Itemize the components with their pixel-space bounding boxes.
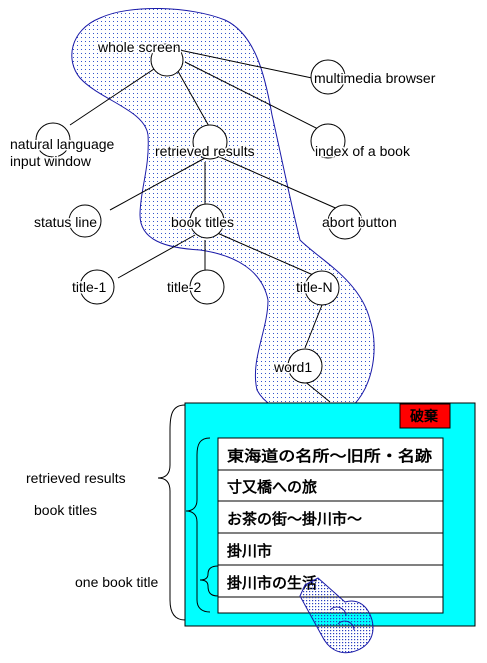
label-multimedia-browser: multimedia browser xyxy=(314,70,436,86)
title-row-2[interactable]: 寸又橋への旅 xyxy=(227,478,317,496)
label-book-titles: book titles xyxy=(171,214,234,230)
title-row-5[interactable]: 掛川市の生活 xyxy=(227,574,317,592)
node-whole-screen xyxy=(150,43,184,77)
label-title-1: title-1 xyxy=(72,279,106,295)
title-list xyxy=(217,437,444,614)
node-retrieved-results xyxy=(192,124,228,160)
title-row-4[interactable]: 掛川市 xyxy=(227,542,272,560)
label-title-2: title-2 xyxy=(167,279,201,295)
pointing-hand-icon xyxy=(299,577,374,654)
node-natural-language xyxy=(35,122,71,158)
label-abort-button: abort button xyxy=(322,214,397,230)
title-list-dividers xyxy=(218,469,443,598)
label-natural-language-2: input window xyxy=(10,153,92,169)
node-title-2 xyxy=(189,269,225,305)
annotation-book-titles: book titles xyxy=(34,502,97,518)
node-index-of-a-book xyxy=(310,123,346,159)
label-natural-language-1: natural language xyxy=(10,136,115,152)
annotation-one-book-title: one book title xyxy=(75,574,158,590)
annotation-retrieved-results: retrieved results xyxy=(26,470,126,486)
tree-edges xyxy=(69,47,341,403)
title-row-1[interactable]: 東海道の名所～旧所・名跡 xyxy=(227,447,432,465)
title-row-3[interactable]: お茶の街～掛川市～ xyxy=(227,510,362,528)
abort-button[interactable] xyxy=(399,403,451,429)
node-title-1 xyxy=(79,269,115,305)
label-whole-screen: whole screen xyxy=(97,39,181,55)
label-status-line: status line xyxy=(34,214,97,230)
label-word1: word1 xyxy=(273,359,312,375)
label-index-of-a-book: index of a book xyxy=(315,143,411,159)
node-status-line xyxy=(68,204,102,238)
node-book-titles xyxy=(189,203,225,239)
node-title-n xyxy=(304,270,340,306)
node-word1 xyxy=(287,348,323,384)
abort-button-label[interactable]: 破棄 xyxy=(410,408,439,425)
label-retrieved-results: retrieved results xyxy=(155,143,255,159)
label-title-n: title-N xyxy=(296,279,333,295)
node-abort-button xyxy=(327,204,363,240)
tree-nodes xyxy=(35,43,363,384)
braces xyxy=(157,404,219,621)
node-multimedia-browser xyxy=(310,59,346,95)
